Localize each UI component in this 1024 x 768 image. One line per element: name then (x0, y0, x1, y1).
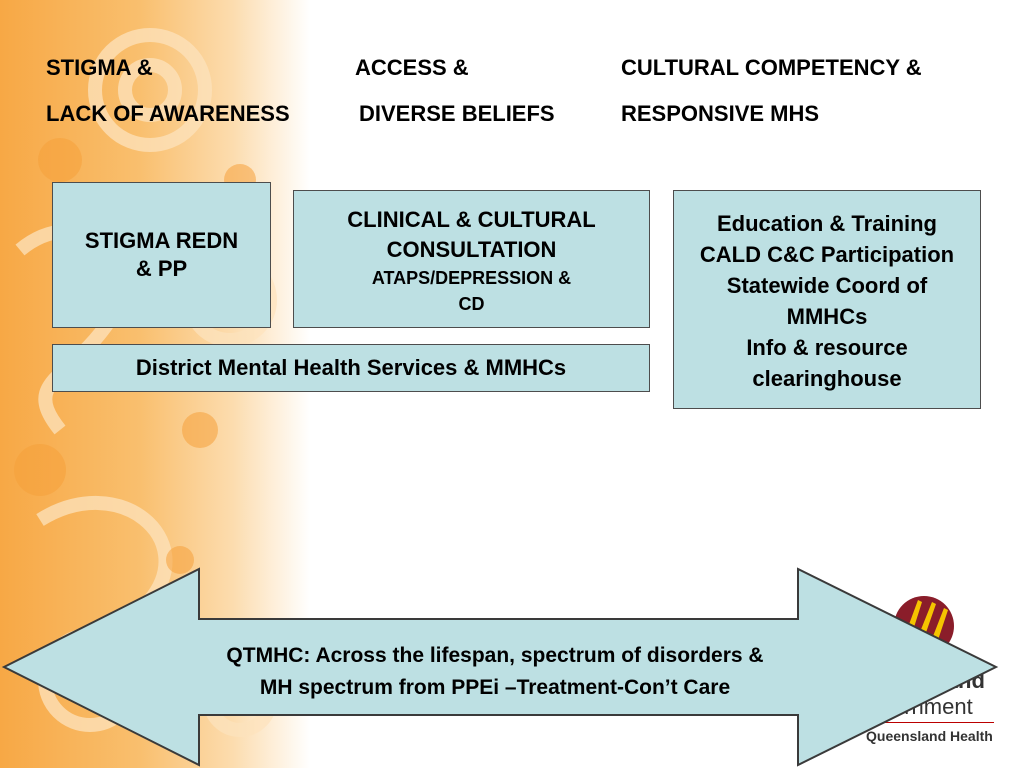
arrow-label: QTMHC: Across the lifespan, spectrum of … (140, 640, 850, 704)
education-box-line4: MMHCs (786, 304, 868, 329)
heading-access-line2: DIVERSE BELIEFS (359, 101, 555, 126)
logo-divider (864, 722, 994, 723)
clinical-box-line1: CLINICAL & CULTURAL (347, 207, 596, 232)
heading-stigma-line1: STIGMA & (46, 55, 153, 80)
education-box-line1: Education & Training (716, 211, 937, 236)
heading-cultural-line1: CULTURAL COMPETENCY & (621, 55, 922, 80)
clinical-box-line2: CONSULTATION (386, 237, 557, 262)
education-box-line5: Info & resource (746, 335, 908, 360)
district-services-box: District Mental Health Services & MMHCs (52, 344, 650, 392)
education-box-line6: clearinghouse (752, 366, 902, 391)
arrow-label-line2: MH spectrum from PPEi –Treatment-Con’t C… (259, 676, 731, 699)
clinical-box-line3: ATAPS/DEPRESSION & (371, 268, 572, 288)
heading-stigma: STIGMA & LACK OF AWARENESS (46, 55, 290, 127)
double-headed-arrow-icon (1, 567, 999, 767)
education-training-box: Education & Training CALD C&C Participat… (673, 190, 981, 409)
heading-access-line1: ACCESS & (355, 55, 469, 80)
arrow-label-line1: QTMHC: Across the lifespan, spectrum of … (226, 644, 764, 667)
stigma-box-line1: STIGMA REDN (84, 228, 239, 253)
heading-cultural-line2: RESPONSIVE MHS (621, 101, 820, 126)
heading-cultural: CULTURAL COMPETENCY & RESPONSIVE MHS (621, 55, 922, 127)
stigma-reduction-box: STIGMA REDN & PP (52, 182, 271, 328)
clinical-box-line4: CD (458, 294, 485, 314)
heading-stigma-line2: LACK OF AWARENESS (46, 101, 290, 126)
heading-access: ACCESS & DIVERSE BELIEFS (355, 55, 555, 127)
district-box-label: District Mental Health Services & MMHCs (135, 355, 567, 380)
education-box-line2: CALD C&C Participation (699, 242, 955, 267)
logo-department-text: Queensland Health (866, 728, 993, 744)
clinical-consultation-box: CLINICAL & CULTURAL CONSULTATION ATAPS/D… (293, 190, 650, 328)
education-box-line3: Statewide Coord of (726, 273, 928, 298)
stigma-box-line2: & PP (135, 256, 188, 281)
